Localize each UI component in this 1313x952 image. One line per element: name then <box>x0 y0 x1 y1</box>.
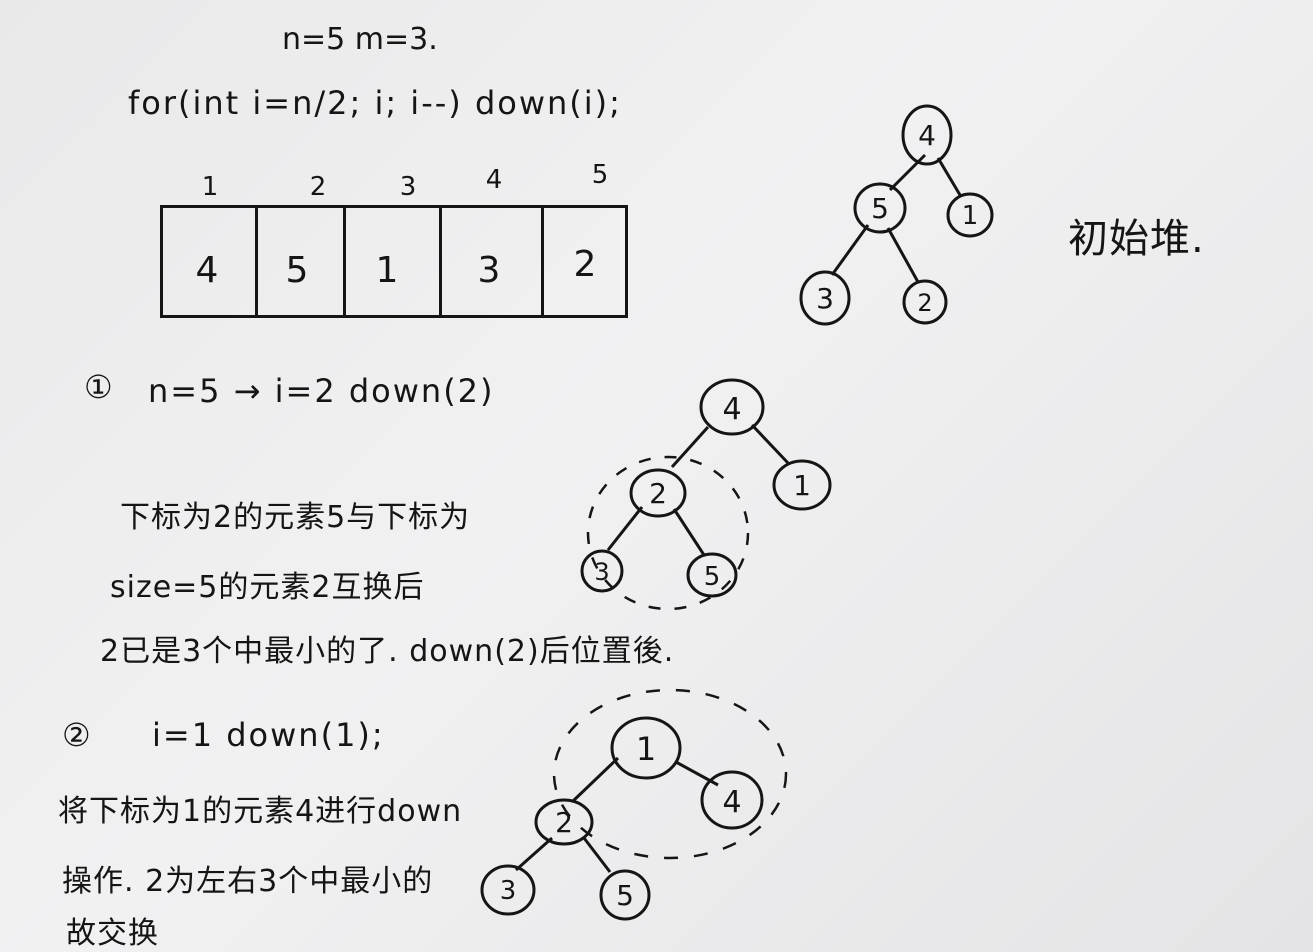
step2-note-line: 将下标为1的元素4进行down <box>58 794 463 829</box>
step2-tree: 1 2 4 3 5 <box>480 688 788 921</box>
array-index: 2 <box>309 172 327 202</box>
heap-node: 5 <box>704 562 721 592</box>
step1-marker: ① <box>84 368 115 406</box>
step1-text: n=5 → i=2 down(2) <box>148 372 495 410</box>
array-cell: 3 <box>477 250 501 291</box>
step1-tree: 4 2 1 3 5 <box>580 378 832 611</box>
step1-note-line: size=5的元素2互换后 <box>110 570 425 605</box>
heap-node: 1 <box>793 469 811 502</box>
step1-note-line: 2已是3个中最小的了. down(2)后位置後. <box>100 634 675 669</box>
array-cell: 1 <box>375 250 399 291</box>
step2-marker: ② <box>62 716 93 754</box>
array-cell: 2 <box>573 244 597 285</box>
params-line: n=5 m=3. <box>282 22 438 57</box>
code-line: for(int i=n/2; i; i--) down(i); <box>128 84 622 122</box>
heap-node: 4 <box>722 785 741 820</box>
array-box <box>160 205 628 318</box>
heap-node: 1 <box>636 730 656 768</box>
heap-node: 3 <box>500 876 517 906</box>
heap-node: 4 <box>918 119 936 152</box>
array-index: 5 <box>591 160 609 190</box>
array-cell: 5 <box>285 250 309 291</box>
heap-node: 5 <box>871 192 889 225</box>
heap-node: 3 <box>816 282 834 315</box>
step1-note-line: 下标为2的元素5与下标为 <box>120 500 471 535</box>
array-index: 3 <box>399 172 417 202</box>
initial-heap-tree: 4 5 1 3 2 <box>799 104 994 326</box>
heap-node: 4 <box>722 392 741 427</box>
heap-node: 5 <box>616 879 634 912</box>
heap-node: 2 <box>555 806 573 839</box>
heap-node: 1 <box>962 201 979 231</box>
step2-text: i=1 down(1); <box>152 716 385 754</box>
heap-node: 2 <box>917 289 932 317</box>
initial-heap-label: 初始堆. <box>1068 216 1205 262</box>
step2-note-line: 故交换 <box>66 916 159 951</box>
array-index: 1 <box>201 172 219 202</box>
step2-note-line: 操作. 2为左右3个中最小的 <box>62 864 434 899</box>
heap-node: 2 <box>649 477 667 510</box>
array-index: 4 <box>485 165 503 195</box>
heap-node: 3 <box>594 558 609 586</box>
array-cell: 4 <box>195 250 219 291</box>
